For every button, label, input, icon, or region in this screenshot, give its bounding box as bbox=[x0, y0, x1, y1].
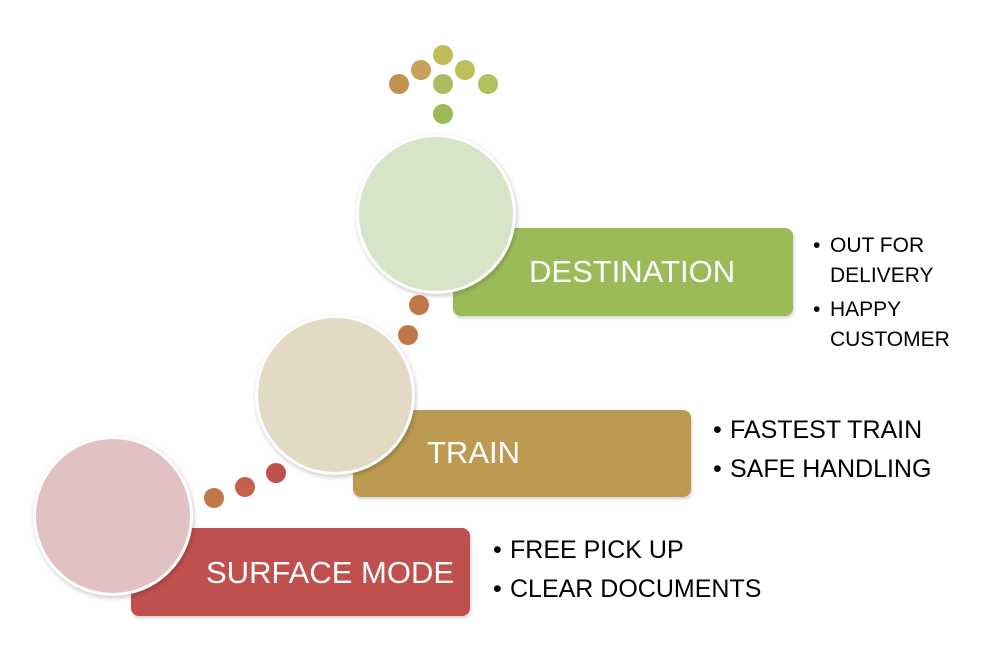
arrow-dot bbox=[455, 60, 475, 80]
bullet-item: HAPPY CUSTOMER bbox=[813, 295, 988, 355]
connector-dot bbox=[235, 477, 255, 497]
bullet-item: FREE PICK UP bbox=[493, 531, 761, 570]
surface-mode-circle bbox=[33, 436, 193, 596]
destination-label: DESTINATION bbox=[529, 254, 736, 289]
bullet-item: CLEAR DOCUMENTS bbox=[493, 570, 761, 609]
arrow-dot bbox=[389, 74, 409, 94]
bullet-item: FASTEST TRAIN bbox=[713, 411, 931, 450]
connector-dot bbox=[204, 488, 224, 508]
connector-dot bbox=[398, 325, 418, 345]
destination-circle bbox=[356, 134, 516, 294]
connector-dot bbox=[409, 295, 429, 315]
train-label: TRAIN bbox=[427, 435, 520, 470]
arrow-dot bbox=[411, 60, 431, 80]
surface-mode-bullets: FREE PICK UP CLEAR DOCUMENTS bbox=[493, 531, 761, 609]
surface-mode-label: SURFACE MODE bbox=[206, 555, 455, 590]
arrow-dot bbox=[433, 74, 453, 94]
bullet-item: OUT FOR DELIVERY bbox=[813, 231, 988, 291]
train-circle bbox=[255, 315, 415, 475]
bullet-item: SAFE HANDLING bbox=[713, 450, 931, 489]
arrow-dot bbox=[478, 74, 498, 94]
arrow-dot bbox=[433, 104, 453, 124]
arrow-dot bbox=[433, 45, 453, 65]
destination-bullets: OUT FOR DELIVERY HAPPY CUSTOMER bbox=[813, 231, 988, 359]
connector-dot bbox=[266, 463, 286, 483]
train-bullets: FASTEST TRAIN SAFE HANDLING bbox=[713, 411, 931, 489]
